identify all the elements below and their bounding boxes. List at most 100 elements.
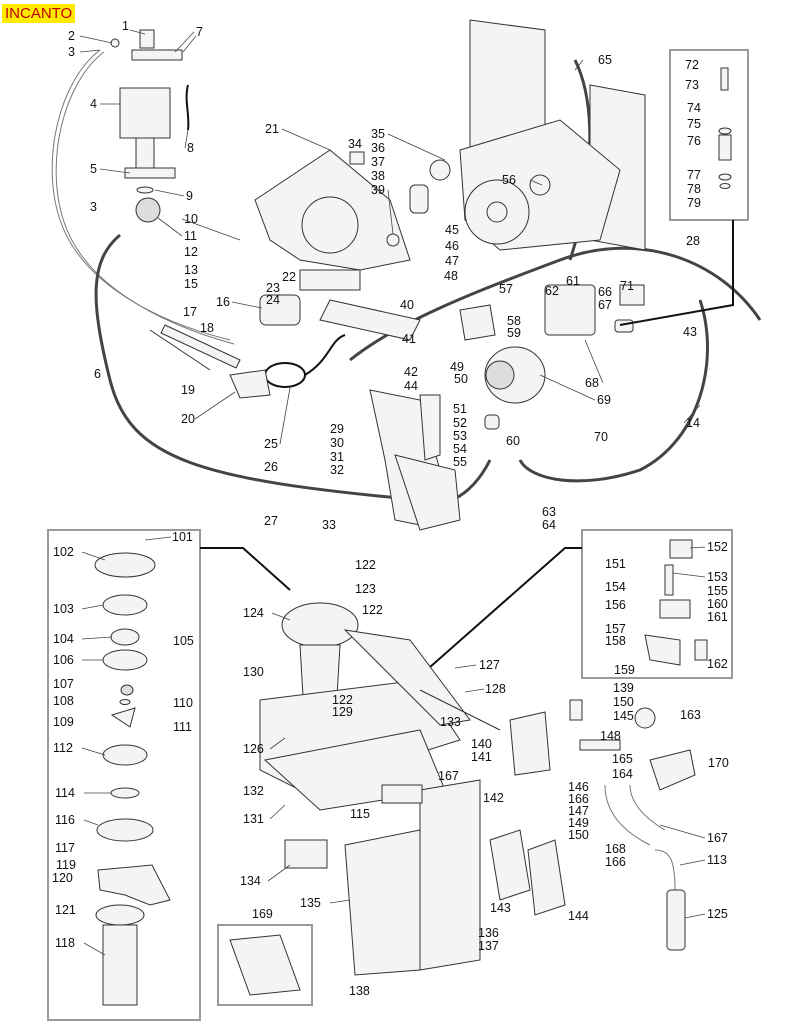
label-114: 114 (55, 786, 75, 800)
label-161: 161 (707, 610, 728, 624)
label-162: 162 (707, 657, 728, 671)
label-27: 27 (264, 514, 278, 528)
hose-167 (629, 784, 666, 831)
label-116: 116 (55, 813, 75, 827)
rod-128 (419, 689, 501, 731)
inset-box-valve (669, 49, 749, 221)
label-105: 105 (173, 634, 194, 648)
label-156: 156 (605, 598, 626, 612)
label-78: 78 (687, 182, 701, 196)
label-45: 45 (445, 223, 459, 237)
label-113: 113 (707, 853, 727, 867)
label-137: 137 (478, 939, 499, 953)
label-142: 142 (483, 791, 504, 805)
connector-inset-grinder (200, 547, 291, 591)
label-165: 165 (612, 752, 633, 766)
model-title: INCANTO (2, 4, 76, 23)
label-23: 23 (266, 281, 280, 295)
label-62: 62 (545, 284, 559, 298)
gear-37 (429, 159, 451, 181)
label-135: 135 (300, 896, 321, 910)
housing-21-opening (301, 196, 359, 254)
bracket-157 (644, 634, 681, 666)
boiler-69-face (485, 360, 515, 390)
label-44: 44 (404, 379, 418, 393)
label-63: 63 (542, 505, 556, 519)
bracket-57 (459, 304, 496, 341)
label-73: 73 (685, 78, 699, 92)
label-130: 130 (243, 665, 264, 679)
pump-4 (119, 87, 171, 139)
label-61: 61 (566, 274, 580, 288)
label-77: 77 (687, 168, 701, 182)
label-123: 123 (355, 582, 376, 596)
label-167b: 167 (707, 831, 728, 845)
wire-8 (185, 84, 190, 131)
label-68: 68 (585, 376, 599, 390)
label-39: 39 (371, 183, 385, 197)
label-2: 2 (68, 29, 75, 43)
label-1: 1 (122, 19, 129, 33)
label-169: 169 (252, 907, 273, 921)
label-144: 144 (568, 909, 589, 923)
cover-22 (299, 269, 361, 291)
label-9: 9 (186, 189, 193, 203)
label-122b: 122 (362, 603, 383, 617)
label-50: 50 (454, 372, 468, 386)
part-109 (110, 707, 136, 728)
label-158: 158 (605, 634, 626, 648)
ring-102 (94, 552, 156, 578)
inset-box-169 (217, 924, 313, 1006)
label-42: 42 (404, 365, 418, 379)
plunger-153 (664, 564, 674, 596)
part-139 (569, 699, 583, 721)
label-31: 31 (330, 450, 344, 464)
label-109: 109 (53, 715, 74, 729)
label-22: 22 (282, 270, 296, 284)
label-72: 72 (685, 58, 699, 72)
connector-inset-solenoid (369, 547, 582, 721)
label-66: 66 (598, 285, 612, 299)
label-155: 155 (707, 584, 728, 598)
nozzle-125 (666, 889, 686, 951)
label-132: 132 (243, 784, 264, 798)
label-122c: 122 (332, 693, 353, 707)
label-5: 5 (90, 162, 97, 176)
label-120: 120 (52, 871, 73, 885)
label-24: 24 (266, 293, 280, 307)
label-59: 59 (507, 326, 521, 340)
label-106: 106 (53, 653, 74, 667)
label-3b: 3 (90, 200, 97, 214)
fitting-43 (614, 319, 634, 333)
tube-113 (654, 849, 676, 891)
grid-134 (284, 839, 328, 869)
label-118: 118 (55, 936, 75, 950)
label-48: 48 (444, 269, 458, 283)
label-122a: 122 (355, 558, 376, 572)
label-70: 70 (594, 430, 608, 444)
label-127: 127 (479, 658, 500, 672)
plate-41 (319, 299, 421, 341)
label-154: 154 (605, 580, 626, 594)
label-29: 29 (330, 422, 344, 436)
bracket-5 (124, 167, 176, 179)
valve-66 (619, 284, 645, 306)
ring-106 (102, 649, 148, 671)
label-121: 121 (55, 903, 76, 917)
bracket-7 (131, 49, 183, 61)
label-15: 15 (184, 277, 198, 291)
label-148: 148 (600, 729, 621, 743)
label-115: 115 (350, 807, 370, 821)
label-51: 51 (453, 402, 467, 416)
label-170: 170 (708, 756, 729, 770)
motor-38 (409, 184, 429, 214)
capacitor-16 (259, 294, 301, 326)
gear-46-hub (486, 201, 508, 223)
washer-108 (119, 699, 131, 705)
tube-148 (579, 739, 621, 751)
label-13: 13 (184, 263, 198, 277)
label-32: 32 (330, 463, 344, 477)
label-34: 34 (348, 137, 362, 151)
part-107 (120, 684, 134, 696)
tube-18 (160, 324, 241, 369)
